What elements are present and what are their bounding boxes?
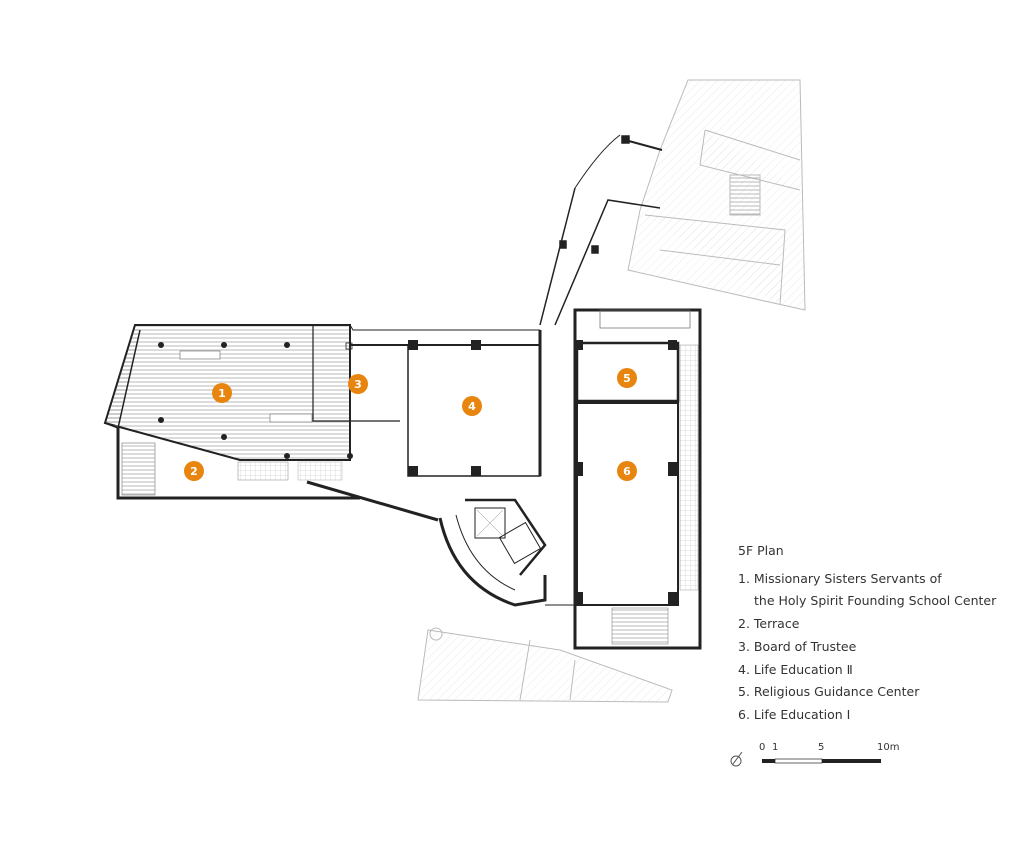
marker-4: 4 bbox=[462, 396, 482, 416]
marker-1: 1 bbox=[212, 383, 232, 403]
room-markers: 1 2 3 4 5 6 bbox=[184, 368, 637, 481]
room-2-terrace bbox=[116, 428, 439, 522]
adjacent-building-north bbox=[627, 79, 806, 311]
east-block bbox=[573, 308, 702, 650]
legend: 5F Plan 1. Missionary Sisters Servants o… bbox=[738, 540, 996, 727]
legend-item-4: 4. Life Education Ⅱ bbox=[738, 661, 853, 677]
marker-4-label: 4 bbox=[468, 400, 476, 413]
legend-item-1: 1. Missionary Sisters Servants of bbox=[738, 570, 942, 586]
north-corridor bbox=[539, 134, 663, 326]
marker-1-label: 1 bbox=[218, 387, 226, 400]
marker-5: 5 bbox=[617, 368, 637, 388]
scale-bar bbox=[762, 758, 881, 764]
room-5-religious-guidance-center bbox=[574, 340, 680, 403]
north-arrow-icon bbox=[730, 751, 743, 767]
scale-label-10m: 10m bbox=[877, 742, 900, 753]
legend-item-3: 3. Board of Trustee bbox=[738, 638, 857, 654]
legend-item-1-cont: the Holy Spirit Founding School Center bbox=[754, 593, 997, 609]
scale-label-0: 0 bbox=[759, 742, 766, 753]
marker-3: 3 bbox=[348, 374, 368, 394]
scale-label-1: 1 bbox=[772, 742, 779, 753]
marker-3-label: 3 bbox=[354, 378, 362, 391]
legend-item-5: 5. Religious Guidance Center bbox=[738, 684, 920, 700]
scale-label-5: 5 bbox=[818, 742, 825, 753]
marker-6: 6 bbox=[617, 461, 637, 481]
marker-6-label: 6 bbox=[623, 465, 631, 478]
marker-2: 2 bbox=[184, 461, 204, 481]
room-4-life-education-2 bbox=[407, 330, 542, 477]
marker-5-label: 5 bbox=[623, 372, 631, 385]
room-6-life-education-1 bbox=[574, 402, 679, 645]
legend-item-2: 2. Terrace bbox=[738, 616, 800, 632]
adjacent-building-south bbox=[417, 627, 673, 703]
stair-core bbox=[438, 498, 575, 607]
plan-title: 5F Plan bbox=[738, 543, 784, 558]
marker-2-label: 2 bbox=[190, 465, 198, 478]
legend-item-6: 6. Life Education Ⅰ bbox=[738, 706, 851, 722]
